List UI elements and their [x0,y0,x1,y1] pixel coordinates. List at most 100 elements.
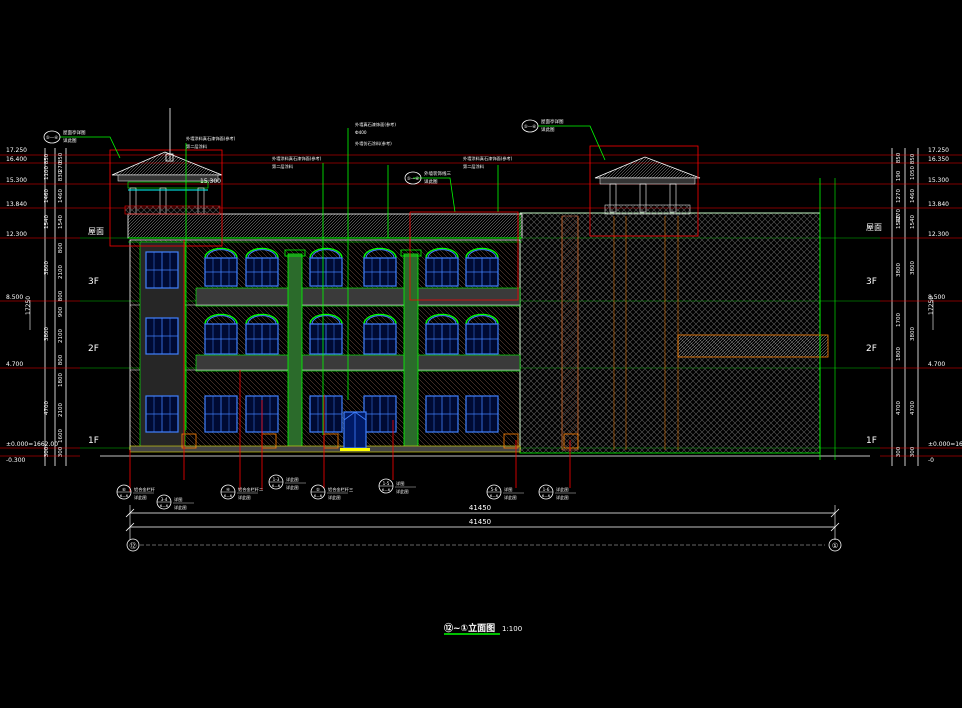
bottom-callout-sub: 6—6 [224,494,233,498]
left-segment-0: 850 [44,153,50,164]
right-elevation-8: -0 [928,457,934,464]
overall-dim-1: 41450 [469,504,491,512]
floor-label-1f-right: 1F [866,436,877,446]
pilaster-base [503,433,519,449]
window [145,251,179,289]
top-note-line1: 外墙真石漆饰面(参考) [355,121,396,128]
window [425,247,459,287]
pavilion-level-mark: 15.300 [200,178,221,185]
right-elevation-4: 12.300 [928,231,949,238]
bottom-callout-ref: ⑤ [316,487,320,492]
bottom-callout-ref: 5-6 [491,487,498,492]
bottom-callout-text1: 详此图 [556,486,569,493]
window [309,313,343,355]
left-segment-4: 3800 [44,261,50,275]
left-segment-6: 4700 [44,401,50,415]
top-note-line1: 外墙仿石涂料(参考) [355,140,392,147]
floor-label-roof-right: 屋面 [866,223,882,232]
right-inner-6: 1700 [896,313,902,327]
top-note-line2: Ф400 [355,130,367,135]
bottom-callout-ref: 1-6 [543,487,550,492]
pilaster-base [181,433,197,449]
bottom-callout-sub: 6—6 [120,494,129,498]
left-elevation-2: 15.300 [6,177,27,184]
pilaster-base [563,433,579,449]
bottom-callout-sub: 6—6 [542,494,551,498]
floor-label-2f-right: 2F [866,344,877,354]
overall-dim-2: 41450 [469,518,491,526]
window [245,313,279,355]
right-elevation-2: 15.300 [928,177,949,184]
left-elevation-6: 4.700 [6,361,23,368]
bottom-callout-sub: 6—6 [382,488,391,492]
top-callout-text2: 详此图 [541,126,555,133]
window [363,313,397,355]
window [363,247,397,287]
left-segment-5: 3800 [44,327,50,341]
right-segment-4: 3800 [910,261,916,275]
right-segment-2: 1460 [910,189,916,203]
right-inner-3: 1270 [896,209,902,223]
bottom-callout-text1: 铝合金栏杆 [134,486,156,493]
right-inner-8: 4700 [896,401,902,415]
left-inner-13: 1600 [58,429,64,443]
left-inner-6: 2100 [58,265,64,279]
top-note-line2: 第二层涂料 [186,143,208,150]
bottom-callout-text2: 详此图 [174,504,187,511]
left-elevation-1: 16.400 [6,156,27,163]
axis-label-right: ① [832,542,838,550]
floor-label-1f-left: 1F [88,436,99,446]
bottom-callout-ref: ⑥ [122,487,126,492]
overall-dimensions [125,505,840,546]
bottom-callout-ref: 1-3 [273,477,280,482]
bottom-callout-ref: 3-4 [161,497,168,502]
bottom-callout-text1: 铝合金栏杆三 [328,486,353,493]
floor-label-3f-right: 3F [866,277,877,287]
top-callout-ref: ⑤—⑥ [407,176,420,182]
left-segment-labels: 8501100146015403800380047003008502708301… [44,152,64,457]
window [465,313,499,355]
leader-lines [60,108,606,492]
left-inner-5: 800 [58,242,64,253]
left-segment-2: 1460 [44,189,50,203]
left-elevation-labels: 17.25016.40015.30013.84012.3008.5004.700… [6,147,58,464]
top-note: 外墙仿石涂料(参考) [355,140,392,147]
bottom-callout-text2: 详此图 [286,484,299,491]
top-callout-text2: 详此图 [424,178,438,185]
left-elevation-5: 8.500 [6,294,23,301]
top-callout-text1: 屋面亭详图 [541,118,564,125]
right-inner-9: 300 [896,446,902,457]
window [309,395,343,433]
top-note: 外墙涂料真石漆饰面(参考)第二层涂料 [186,135,236,150]
axis-label-left: ⑫ [130,542,137,550]
left-segment-3: 1540 [44,215,50,229]
window [425,313,459,355]
right-inner-2: 1270 [896,189,902,203]
right-inner-5: 3800 [896,263,902,277]
left-inner-7: 800 [58,290,64,301]
right-segment-labels: 8501050146015403800380047003008501901270… [896,152,916,457]
left-inner-3: 1460 [58,189,64,203]
title-scale: 1:100 [502,625,522,633]
bottom-callout-sub: 6—6 [160,504,169,508]
right-inner-1: 190 [896,170,902,181]
left-inner-0: 850 [58,152,64,163]
drawing-title: ⑫~①立面图 1:100 [444,622,522,635]
bottom-callout-text1: 详图 [396,480,404,487]
bottom-callout-ref: ④ [226,487,230,492]
top-note-line2: 第二层涂料 [463,163,485,170]
window [309,247,343,287]
window [204,247,238,287]
windows [145,247,579,449]
left-elevation-8: -0.300 [6,457,26,464]
top-note-line1: 外墙涂料真石漆饰面(参考) [272,155,322,162]
window [465,395,499,433]
right-segment-6: 4700 [910,401,916,415]
